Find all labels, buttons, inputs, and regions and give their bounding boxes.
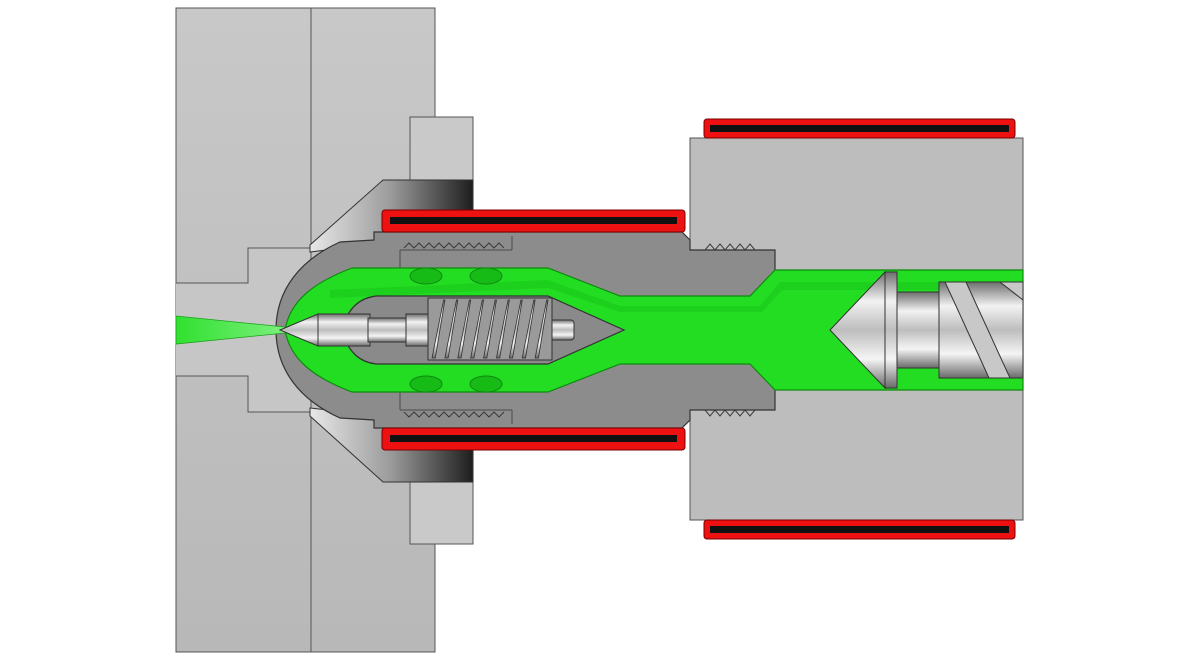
spring-coil — [534, 299, 549, 359]
flow-hole — [469, 267, 503, 285]
screw-flight-2 — [998, 281, 1024, 302]
spring-coil — [457, 299, 472, 359]
spring-coil — [444, 299, 459, 359]
needle-shoulder — [405, 313, 431, 347]
thread-barrel-top — [704, 243, 756, 251]
heater-slot-nozzle-top — [390, 217, 677, 224]
thread-barrel-bottom — [704, 409, 756, 417]
flow-hole — [409, 375, 443, 393]
spring-coil — [495, 299, 510, 359]
shutoff-needle — [317, 313, 371, 347]
spring-coil — [470, 299, 485, 359]
spring-coil — [508, 299, 523, 359]
screw-shank — [884, 271, 898, 389]
spring-coil — [431, 299, 446, 359]
thread-nozzle-top — [403, 242, 505, 249]
screw-check-ring — [896, 291, 940, 369]
needle-spring — [427, 297, 553, 361]
heater-slot-nozzle-bottom — [390, 435, 677, 442]
flow-hole — [409, 267, 443, 285]
needle-collar — [367, 317, 409, 343]
spring-coil — [483, 299, 497, 359]
heater-slot-barrel-bottom — [710, 526, 1009, 533]
thread-nozzle-bottom — [403, 411, 505, 418]
injected-melt-jet — [175, 315, 286, 345]
flow-hole — [469, 375, 503, 393]
screw-flight — [944, 281, 1011, 379]
spring-coil — [521, 299, 536, 359]
heater-slot-barrel-top — [710, 125, 1009, 132]
melt-shading-top — [330, 280, 1023, 312]
